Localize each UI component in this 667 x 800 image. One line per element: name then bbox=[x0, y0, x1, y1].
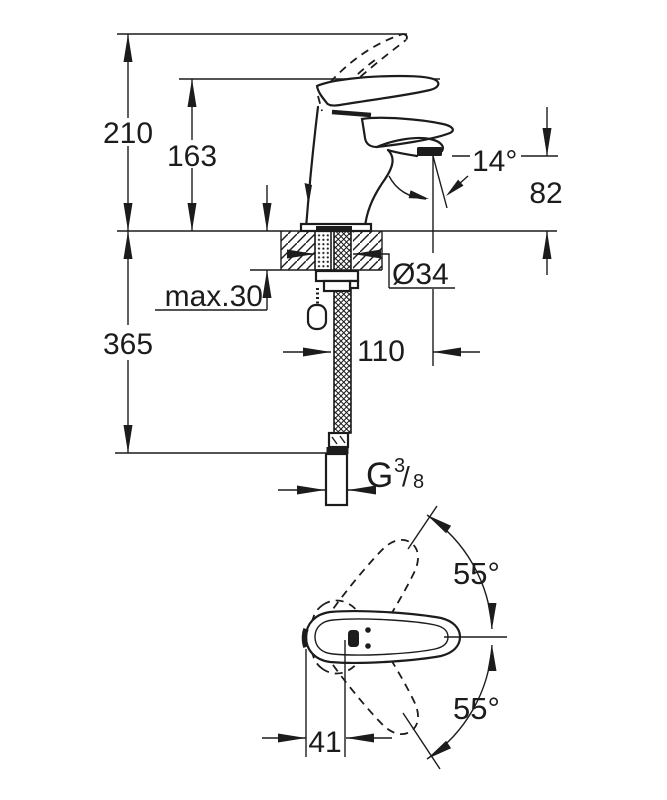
threaded-shank bbox=[314, 230, 332, 271]
dim-max30-label: max.30 bbox=[165, 280, 263, 313]
thread-denominator: 8 bbox=[413, 471, 424, 493]
handle-top-view bbox=[301, 609, 507, 665]
arrow-right bbox=[287, 249, 315, 259]
handle-lower-blade bbox=[360, 116, 454, 149]
dim-82-label: 82 bbox=[529, 177, 562, 210]
arrow-up bbox=[187, 79, 197, 107]
dim-365-label: 365 bbox=[103, 328, 153, 361]
swivel-limit-line bbox=[407, 505, 438, 550]
hose-nut bbox=[326, 447, 349, 454]
counter-hatch-left bbox=[281, 231, 315, 270]
thread-g-label: G bbox=[366, 456, 393, 495]
dim-55-upper-label: 55° bbox=[453, 556, 500, 591]
body-left-edge bbox=[304, 105, 320, 230]
dim-210-label: 210 bbox=[103, 117, 153, 150]
arrow-up bbox=[262, 270, 272, 298]
plan-view: 55° 55° 41 bbox=[262, 505, 507, 770]
supply-hose-assembly bbox=[306, 230, 360, 507]
raised-handle-dashed-lower bbox=[329, 39, 407, 107]
dimension-g38: G 3 / 8 bbox=[278, 455, 424, 495]
leader-arrow bbox=[446, 179, 464, 196]
arrow-right bbox=[297, 485, 325, 495]
thread-numerator: 3 bbox=[394, 455, 405, 477]
arrow-down bbox=[262, 203, 272, 231]
arrow-left bbox=[353, 249, 381, 259]
spout-nose bbox=[375, 136, 444, 153]
arrow-down bbox=[187, 203, 197, 231]
stream-angle-line bbox=[432, 155, 448, 209]
raised-handle-dashed-heel bbox=[317, 95, 323, 112]
arrow-left bbox=[348, 485, 376, 495]
base-dark-insert bbox=[316, 226, 352, 231]
dimension-110: 110 bbox=[283, 335, 480, 368]
handle-upper-blade bbox=[315, 74, 440, 107]
dim-41-label: 41 bbox=[308, 726, 341, 759]
arrow-up bbox=[123, 231, 133, 259]
arrow-up bbox=[123, 34, 133, 62]
handle-front-marker bbox=[301, 627, 309, 649]
dimension-max30: max.30 bbox=[155, 185, 272, 313]
detail-dot-bottom bbox=[365, 643, 371, 649]
dim-110-label: 110 bbox=[357, 335, 405, 368]
main-view: 210 163 365 max.30 bbox=[103, 33, 563, 507]
dimension-82: 82 bbox=[529, 107, 563, 275]
arrow-down bbox=[542, 128, 552, 156]
arc-arrow-outer bbox=[427, 740, 452, 759]
washer-tab bbox=[348, 279, 360, 290]
arc-arrow-inner bbox=[487, 603, 497, 629]
arc-arrow bbox=[408, 190, 429, 199]
handle-swivel-upper: 55° bbox=[407, 505, 500, 630]
body-right-edge bbox=[363, 148, 394, 230]
dim-163-label: 163 bbox=[167, 140, 217, 173]
mounting-nut bbox=[322, 279, 352, 293]
detail-dot-top bbox=[365, 627, 371, 633]
collar-detail-2 bbox=[339, 435, 346, 444]
aerator bbox=[417, 147, 442, 156]
handle-swivel-lower: 55° bbox=[402, 644, 500, 770]
leader bbox=[378, 253, 390, 288]
handle-slot bbox=[331, 109, 372, 118]
counter-section bbox=[280, 231, 383, 270]
dim-55-lower-label: 55° bbox=[453, 691, 500, 726]
dimension-41: 41 bbox=[262, 640, 392, 759]
hose-collar bbox=[327, 431, 350, 449]
thread-tube bbox=[324, 452, 349, 507]
braided-hose bbox=[333, 230, 352, 434]
thread-slash: / bbox=[402, 461, 410, 492]
faucet-side-view bbox=[299, 33, 454, 233]
body-edge-dart bbox=[304, 183, 312, 205]
arrow-down bbox=[123, 203, 133, 231]
raised-handle-dashed-tip bbox=[402, 33, 408, 41]
arrow-left bbox=[433, 347, 461, 357]
arc-arrow-inner bbox=[487, 645, 497, 671]
arrow-right bbox=[278, 733, 306, 743]
dim-14deg-label: 14° bbox=[472, 145, 517, 178]
dim-dia34-label: Ø34 bbox=[392, 258, 449, 291]
dimension-163: 163 bbox=[167, 79, 217, 231]
dimension-dia34: Ø34 bbox=[287, 249, 455, 291]
dimension-14deg: 14° bbox=[388, 145, 558, 366]
collar-detail-1 bbox=[331, 436, 338, 445]
dimension-365: 365 bbox=[103, 231, 153, 453]
mounting-washer bbox=[314, 269, 360, 283]
pop-up-knob bbox=[306, 303, 328, 331]
dimension-210: 210 bbox=[103, 34, 153, 231]
arc-arrow-outer bbox=[427, 515, 452, 534]
arrow-up bbox=[542, 231, 552, 259]
arrow-right bbox=[303, 347, 331, 357]
cartridge-marker bbox=[348, 630, 359, 647]
swivel-limit-line bbox=[402, 712, 441, 770]
arrow-down bbox=[123, 425, 133, 453]
arrow-left bbox=[346, 733, 374, 743]
